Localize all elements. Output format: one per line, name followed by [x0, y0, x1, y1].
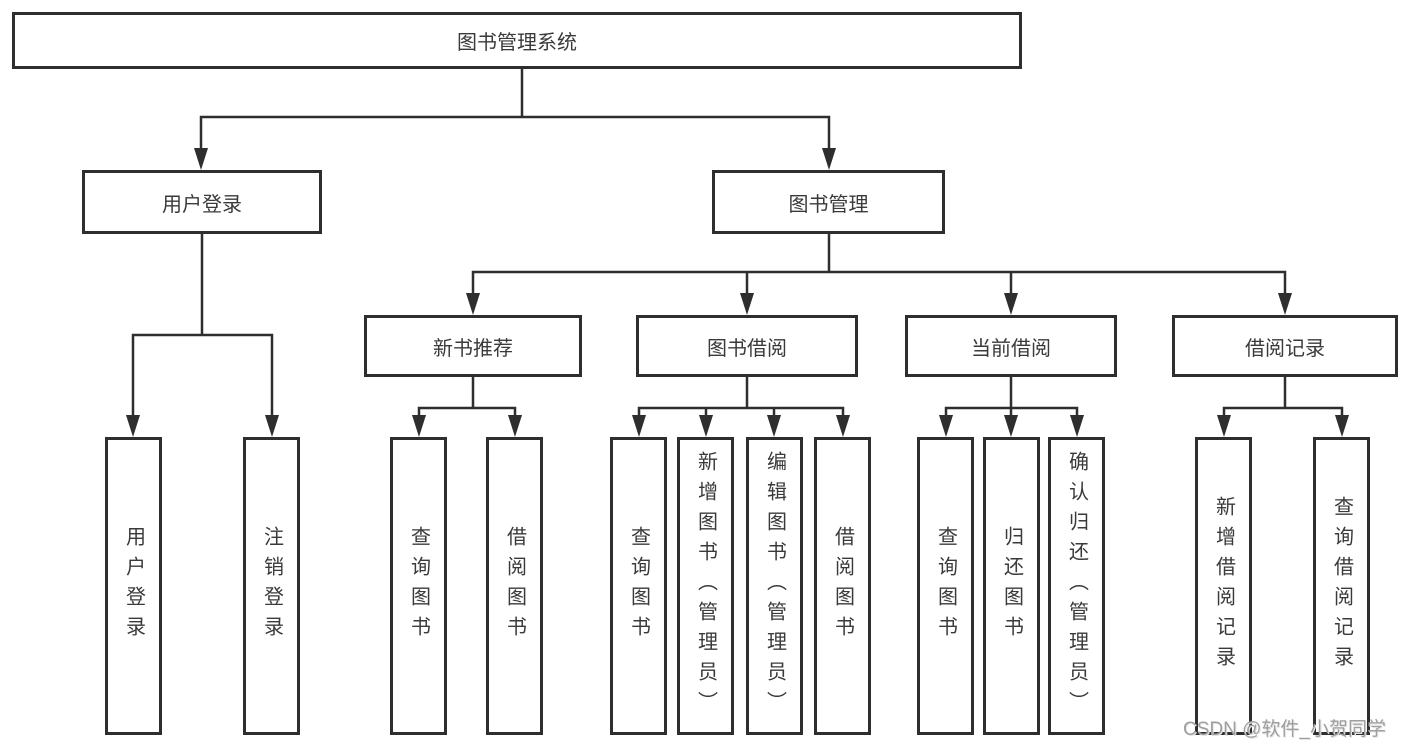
leaf-add-borrow-record: 新增借阅记录 — [1195, 437, 1252, 735]
leaf-query-books-borrow-label: 查询图书 — [627, 526, 650, 646]
node-book-borrow: 图书借阅 — [636, 315, 858, 377]
leaf-query-books-borrow: 查询图书 — [610, 437, 667, 735]
leaf-query-borrow-record: 查询借阅记录 — [1313, 437, 1370, 735]
leaf-query-books-recommend-label: 查询图书 — [407, 526, 430, 646]
node-user-login-label: 用户登录 — [162, 193, 242, 216]
leaf-edit-book-admin-label: 编辑图书（管理员） — [763, 451, 786, 721]
leaf-add-book-admin: 新增图书（管理员） — [677, 437, 734, 735]
leaf-query-borrow-record-label: 查询借阅记录 — [1330, 496, 1353, 676]
leaf-user-login-label: 用户登录 — [122, 526, 145, 646]
leaf-query-books-current: 查询图书 — [917, 437, 974, 735]
node-borrow-records: 借阅记录 — [1172, 315, 1398, 377]
node-book-management: 图书管理 — [712, 170, 945, 234]
leaf-confirm-return-admin: 确认归还（管理员） — [1048, 437, 1105, 735]
leaf-query-books-current-label: 查询图书 — [934, 526, 957, 646]
node-new-book-recommend-label: 新书推荐 — [433, 337, 513, 360]
csdn-watermark: CSDN @软件_小贺同学 — [1183, 719, 1386, 740]
node-current-borrow: 当前借阅 — [905, 315, 1117, 377]
node-book-management-label: 图书管理 — [788, 193, 869, 216]
leaf-confirm-return-admin-label: 确认归还（管理员） — [1065, 451, 1088, 721]
leaf-borrow-books-label: 借阅图书 — [831, 526, 854, 646]
leaf-borrow-books: 借阅图书 — [814, 437, 871, 735]
leaf-borrow-books-recommend: 借阅图书 — [486, 437, 543, 735]
leaf-return-book-label: 归还图书 — [1000, 526, 1023, 646]
leaf-logout-label: 注销登录 — [260, 526, 283, 646]
node-borrow-records-label: 借阅记录 — [1245, 337, 1325, 360]
node-user-login: 用户登录 — [82, 170, 322, 234]
node-root-system-label: 图书管理系统 — [457, 32, 577, 54]
node-current-borrow-label: 当前借阅 — [971, 337, 1051, 360]
leaf-edit-book-admin: 编辑图书（管理员） — [746, 437, 803, 735]
leaf-query-books-recommend: 查询图书 — [390, 437, 447, 735]
leaf-logout: 注销登录 — [243, 437, 300, 735]
node-book-borrow-label: 图书借阅 — [707, 337, 787, 360]
leaf-borrow-books-recommend-label: 借阅图书 — [503, 526, 526, 646]
leaf-return-book: 归还图书 — [983, 437, 1040, 735]
node-root-system: 图书管理系统 — [12, 12, 1022, 69]
leaf-add-book-admin-label: 新增图书（管理员） — [694, 451, 717, 721]
leaf-add-borrow-record-label: 新增借阅记录 — [1212, 496, 1235, 676]
leaf-user-login: 用户登录 — [105, 437, 162, 735]
node-new-book-recommend: 新书推荐 — [364, 315, 582, 377]
